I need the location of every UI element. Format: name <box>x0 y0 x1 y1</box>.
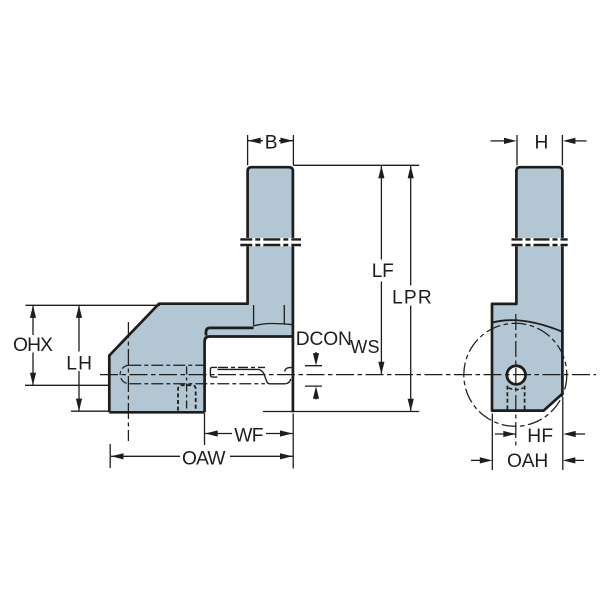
svg-text:OHX: OHX <box>13 335 53 356</box>
svg-text:B: B <box>265 132 278 153</box>
svg-text:HF: HF <box>527 426 553 447</box>
svg-text:DCON: DCON <box>296 329 352 350</box>
svg-text:WS: WS <box>350 337 379 357</box>
svg-text:LH: LH <box>66 353 93 374</box>
svg-text:H: H <box>535 132 549 153</box>
svg-text:LPR: LPR <box>392 287 433 308</box>
svg-text:OAW: OAW <box>182 448 226 469</box>
svg-text:LF: LF <box>372 261 394 282</box>
svg-text:WF: WF <box>234 426 263 447</box>
svg-text:OAH: OAH <box>507 451 548 472</box>
